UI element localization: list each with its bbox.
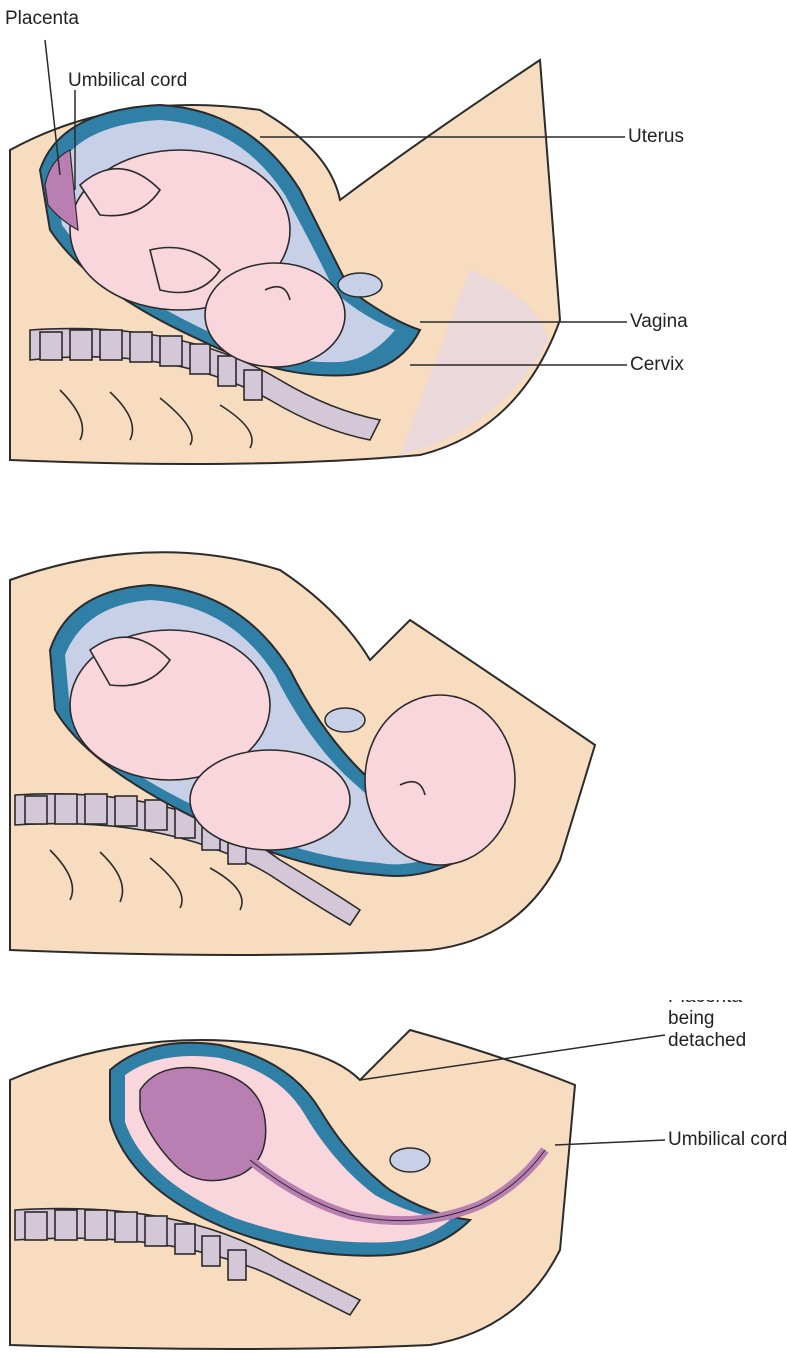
umbilical-cord-label: Umbilical cord bbox=[68, 70, 187, 92]
placenta-detached-label: Placenta being detached bbox=[668, 1000, 787, 1052]
vagina-label: Vagina bbox=[630, 311, 688, 333]
diagram-panel-second-stage bbox=[0, 530, 787, 970]
diagram-panel-first-stage: Placenta Umbilical cord Uterus Vagina Ce… bbox=[0, 0, 787, 470]
bladder bbox=[325, 708, 365, 732]
placenta-label: Placenta bbox=[5, 8, 79, 30]
bladder bbox=[338, 273, 382, 297]
second-stage-illustration bbox=[0, 530, 787, 970]
cervix-label: Cervix bbox=[630, 354, 684, 376]
uterus-label: Uterus bbox=[628, 126, 684, 148]
diagram-panel-third-stage: Placenta being detached Umbilical cord bbox=[0, 1000, 787, 1353]
third-stage-illustration bbox=[0, 1000, 787, 1353]
umbilical-cord-label-2: Umbilical cord bbox=[668, 1129, 787, 1151]
bladder bbox=[390, 1148, 430, 1172]
